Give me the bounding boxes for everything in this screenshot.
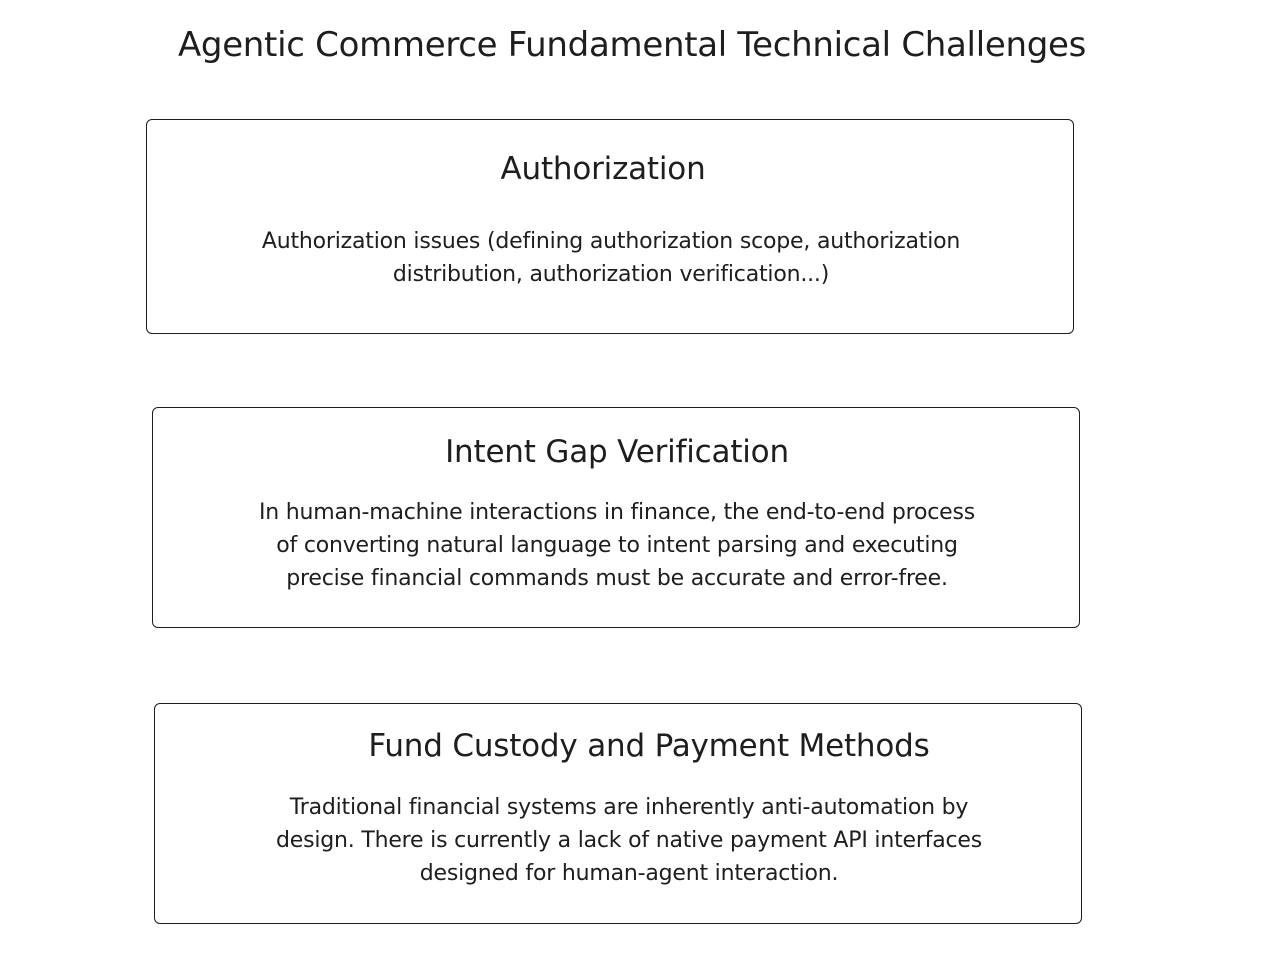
card-description-line: precise financial commands must be accur… [286,566,948,591]
card-description-line: Authorization issues (defining authoriza… [261,229,961,254]
challenge-card-authorization: Authorization Authorization issues (defi… [146,119,1074,334]
card-description: Traditional financial systems are inhere… [155,791,1103,890]
card-heading: Fund Custody and Payment Methods [368,728,930,764]
card-description-line: distribution, authorization verification… [392,262,830,287]
page-title: Agentic Commerce Fundamental Technical C… [177,25,1087,65]
card-description-line: In human-machine interactions in finance… [258,500,976,525]
card-description-line: of converting natural language to intent… [276,533,958,558]
card-heading: Intent Gap Verification [445,434,789,470]
card-heading: Authorization [500,151,706,187]
card-description-line: Traditional financial systems are inhere… [289,795,969,820]
challenge-card-fund-custody: Fund Custody and Payment Methods Traditi… [154,703,1082,924]
card-description-line: design. There is currently a lack of nat… [275,828,982,853]
card-description: Authorization issues (defining authoriza… [147,225,1075,291]
card-description-line: designed for human-agent interaction. [419,861,839,886]
challenge-card-intent-gap-verification: Intent Gap Verification In human-machine… [152,407,1080,628]
card-description: In human-machine interactions in finance… [153,496,1081,595]
